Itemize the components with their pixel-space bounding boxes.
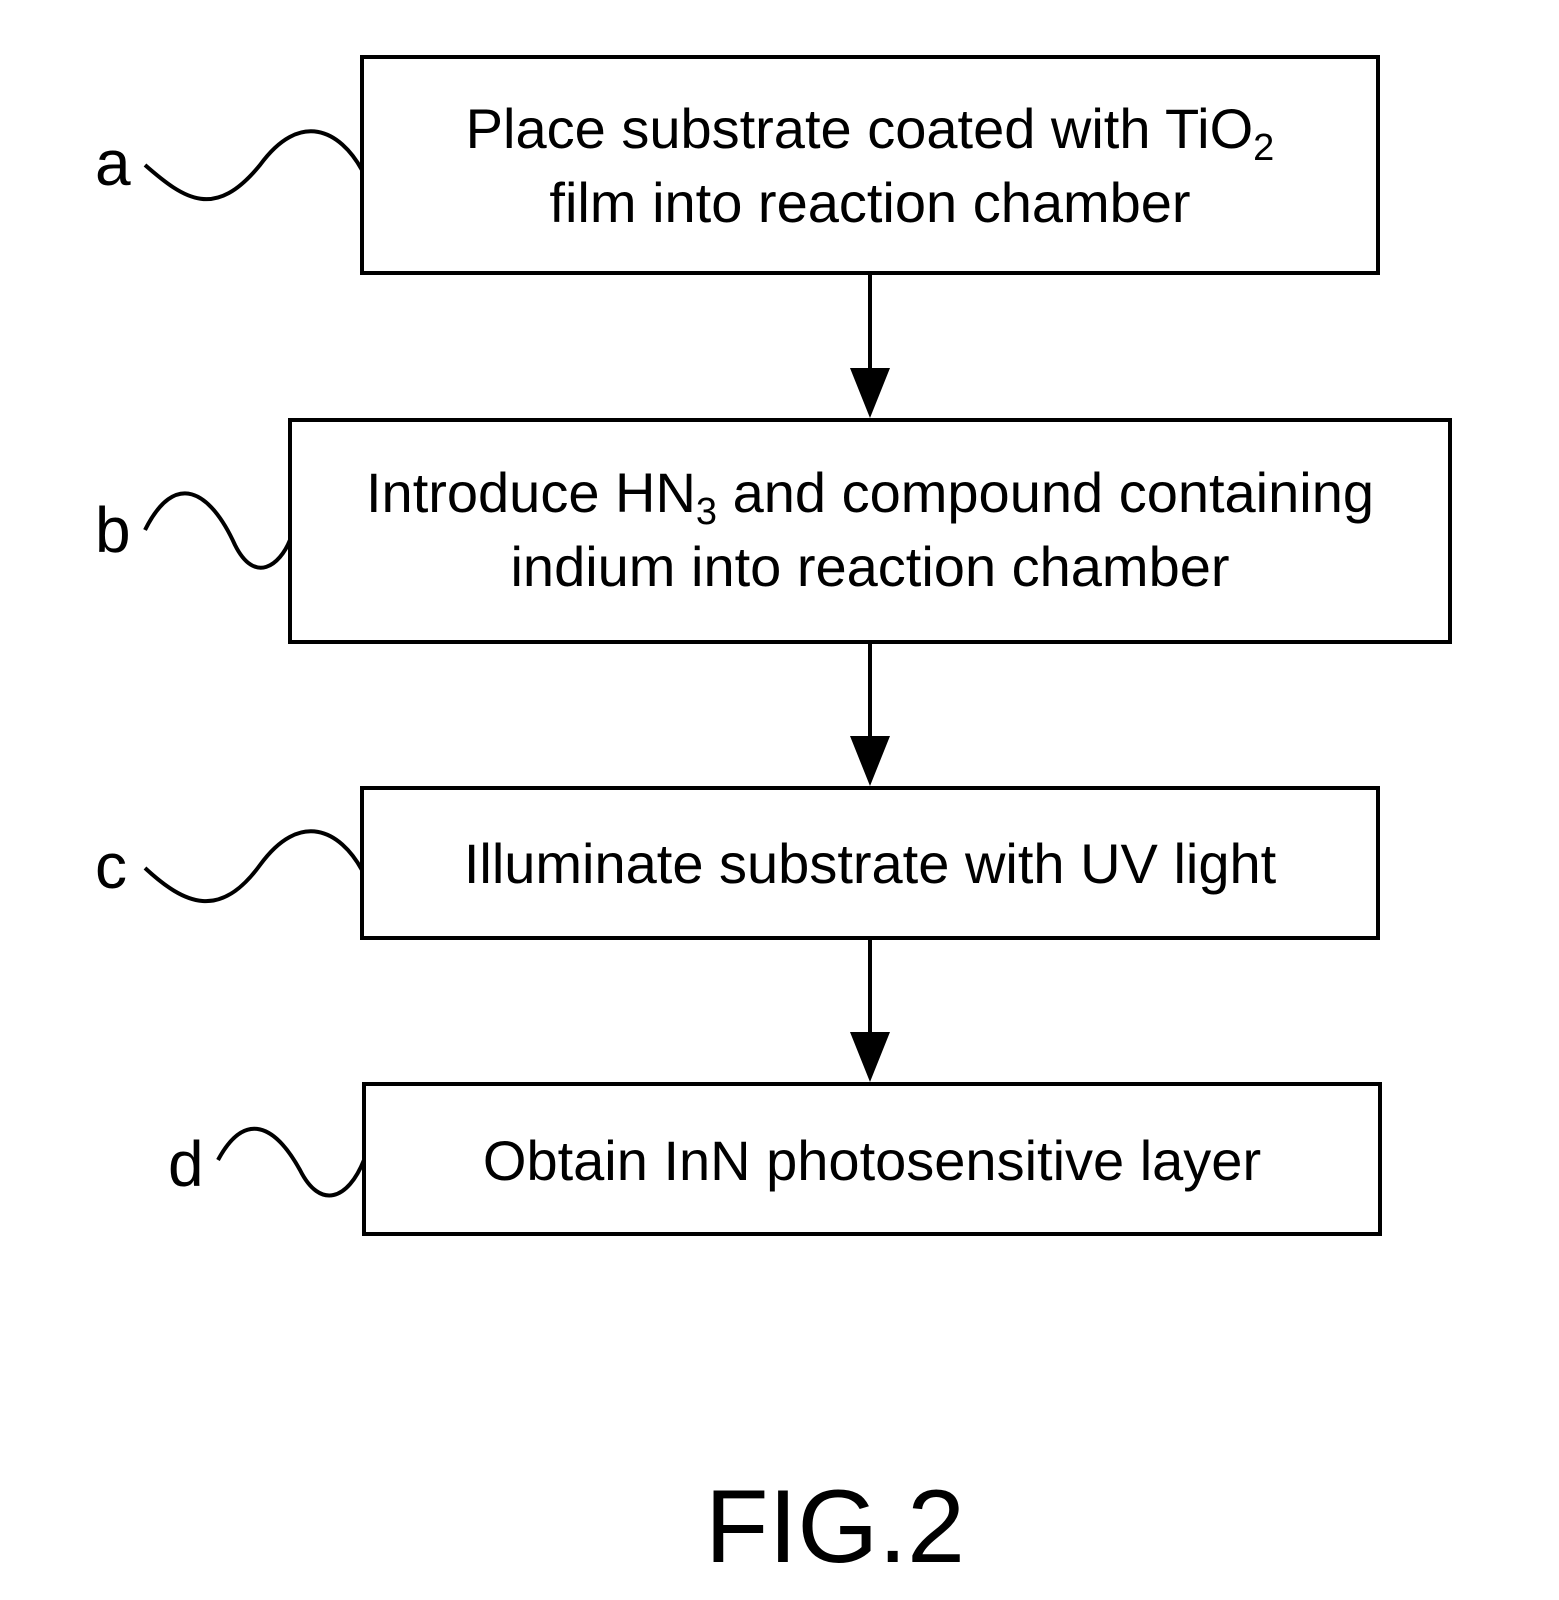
step-a: Place substrate coated with TiO2 film in… — [95, 55, 1380, 275]
step-a-leader-line — [143, 129, 364, 202]
step-a-label: a — [95, 127, 131, 199]
step-d-box — [362, 1082, 1382, 1236]
figure-label: FIG.2 — [705, 1469, 965, 1585]
step-d-line1: Obtain InN photosensitive layer — [483, 1129, 1261, 1192]
step-b-box — [288, 418, 1452, 644]
step-c-line1: Illuminate substrate with UV light — [464, 832, 1277, 895]
step-a-line2: film into reaction chamber — [549, 171, 1190, 234]
step-c: Illuminate substrate with UV light c — [95, 786, 1380, 940]
step-c-box — [360, 786, 1380, 940]
step-d-label: d — [168, 1128, 204, 1200]
step-c-leader-line — [143, 829, 364, 904]
arrow-a-b-head — [850, 368, 890, 418]
step-d: Obtain InN photosensitive layer d — [168, 1082, 1382, 1236]
step-b-leader-line — [143, 491, 292, 570]
step-a-box — [360, 55, 1380, 275]
step-b-label: b — [95, 494, 131, 566]
arrow-c-d — [850, 938, 890, 1082]
step-b: Introduce HN3 and compound containing in… — [95, 418, 1452, 644]
arrow-b-c-head — [850, 736, 890, 786]
step-c-label: c — [95, 830, 127, 902]
step-b-line2: indium into reaction chamber — [510, 535, 1229, 598]
arrow-c-d-head — [850, 1032, 890, 1082]
arrow-b-c — [850, 642, 890, 786]
step-b-line1: Introduce HN3 and compound containing — [366, 461, 1374, 533]
arrow-a-b — [850, 273, 890, 418]
step-d-leader-line — [216, 1126, 366, 1198]
step-a-line1: Place substrate coated with TiO2 — [466, 97, 1275, 169]
